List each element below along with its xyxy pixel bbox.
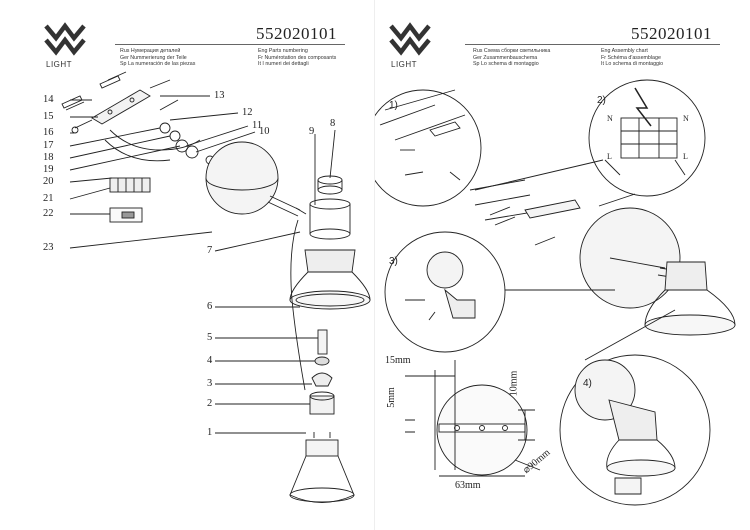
- terminal-label: N: [683, 114, 689, 123]
- dimension-5mm: 5mm: [385, 387, 397, 408]
- part-label: 12: [242, 107, 253, 118]
- part-label: 2: [207, 398, 213, 409]
- legend-fr: Fr Schéma d'assemblage: [601, 54, 661, 61]
- step-2-label: 2): [597, 95, 606, 106]
- part-label: 16: [43, 127, 54, 138]
- part-label: 17: [43, 140, 54, 151]
- page-parts-numbering: LIGHT 552020101 Rus Нумерация деталей Ge…: [40, 18, 371, 503]
- terminal-label: L: [683, 152, 688, 161]
- part-label: 8: [330, 118, 336, 129]
- legend-rus: Rus Схема сборки светильника: [473, 48, 551, 54]
- legend-fr: Fr Numérotation des composants: [258, 54, 337, 61]
- page-fold: [374, 0, 375, 530]
- part-label: 20: [43, 176, 54, 187]
- legend-rus: Rus Нумерация деталей: [120, 48, 181, 54]
- brand-name: LIGHT: [46, 60, 73, 69]
- legend-eng: Eng Parts numbering: [258, 48, 308, 54]
- part-label: 19: [43, 164, 54, 175]
- mw-logo-icon: [389, 22, 431, 56]
- legend-eng: Eng Assembly chart: [601, 48, 648, 54]
- exploded-parts-diagram: [61, 71, 371, 503]
- part-label: 22: [43, 208, 54, 219]
- part-label: 1: [207, 427, 213, 438]
- terminal-label: L: [607, 152, 612, 161]
- part-label: 3: [207, 378, 213, 389]
- part-label: 6: [207, 301, 213, 312]
- brand-logo: LIGHT: [385, 18, 435, 70]
- part-label: 10: [259, 126, 270, 137]
- legend-it: It Lo schema di montaggio: [601, 61, 664, 68]
- header-rule: [115, 44, 345, 45]
- part-label: 21: [43, 193, 54, 204]
- step-3-label: 3): [389, 256, 398, 267]
- part-label: 15: [43, 111, 54, 122]
- dimension-63mm: 63mm: [455, 480, 481, 491]
- legend-sp: Sp Lo schema di montaggio: [473, 61, 539, 68]
- page-assembly-chart: LIGHT 552020101 Rus Схема сборки светиль…: [375, 0, 750, 530]
- part-label: 14: [43, 94, 54, 105]
- part-label: 11: [252, 120, 263, 131]
- legend-col1: Rus Нумерация деталей Ger Nummerierung d…: [120, 48, 195, 68]
- dimension-10mm: 10mm: [508, 370, 520, 397]
- legend-ger: Ger Nummerierung der Teile: [120, 54, 187, 61]
- part-label: 5: [207, 332, 213, 343]
- brand-logo: LIGHT: [40, 18, 90, 70]
- legend-ger: Ger Zusammenbauschema: [473, 54, 538, 61]
- legend-sp: Sp La numeración de las piezas: [120, 61, 196, 68]
- step-4-label: 4): [583, 378, 592, 389]
- part-label: 18: [43, 152, 54, 163]
- part-label: 23: [43, 242, 54, 253]
- legend-col2: Eng Assembly chart Fr Schéma d'assemblag…: [601, 48, 663, 68]
- header-rule: [465, 44, 720, 45]
- assembly-diagram: [375, 79, 736, 506]
- product-code: 552020101: [631, 24, 712, 43]
- part-label: 9: [309, 126, 315, 137]
- brand-name: LIGHT: [391, 60, 418, 69]
- legend-it: It I numeri dei dettagli: [258, 61, 309, 68]
- mw-logo-icon: [44, 22, 86, 56]
- legend-col2: Eng Parts numbering Fr Numérotation des …: [258, 48, 336, 68]
- part-label: 13: [214, 90, 225, 101]
- dimension-15mm: 15mm: [385, 355, 411, 366]
- part-label: 7: [207, 245, 213, 256]
- product-code: 552020101: [256, 24, 337, 43]
- legend-col1: Rus Схема сборки светильника Ger Zusamme…: [473, 48, 550, 68]
- terminal-label: N: [607, 114, 613, 123]
- part-label: 4: [207, 355, 213, 366]
- step-1-label: 1): [389, 100, 398, 111]
